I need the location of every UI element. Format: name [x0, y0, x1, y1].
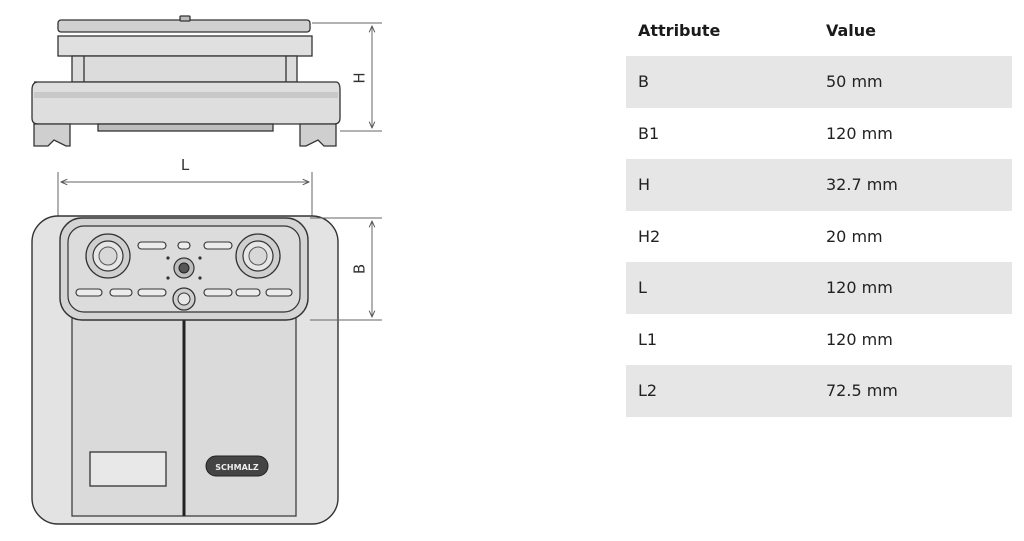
row-attribute: H: [638, 175, 651, 195]
row-attribute: L: [638, 278, 647, 298]
table-row: H 32.7 mm: [626, 159, 1012, 211]
row-value: 32.7 mm: [826, 175, 898, 195]
table-header: Attribute Value: [626, 5, 1012, 56]
table-row: L2 72.5 mm: [626, 365, 1012, 417]
table-row: B1 120 mm: [626, 108, 1012, 160]
row-value: 50 mm: [826, 72, 883, 92]
row-attribute: H2: [638, 226, 661, 246]
logo-text: SCHMALZ: [215, 463, 259, 472]
row-attribute: L1: [638, 329, 658, 349]
table-row: L1 120 mm: [626, 314, 1012, 366]
row-value: 72.5 mm: [826, 381, 898, 401]
table-row: H2 20 mm: [626, 211, 1012, 263]
row-value: 120 mm: [826, 329, 893, 349]
dimension-b: [310, 217, 382, 321]
dimension-l: [57, 172, 313, 218]
dim-label-l: L: [181, 156, 190, 174]
row-attribute: B1: [638, 123, 660, 143]
dimension-h: [312, 22, 382, 132]
technical-drawing: H L SCHMALZ: [31, 15, 382, 525]
attributes-table: Attribute Value B 50 mm B1 120 mm H 32.7…: [626, 5, 1012, 417]
header-value: Value: [826, 21, 877, 40]
dim-label-h: H: [351, 72, 369, 83]
header-attribute: Attribute: [638, 21, 721, 40]
table-row: L 120 mm: [626, 262, 1012, 314]
brand-logo: SCHMALZ: [205, 455, 269, 477]
row-value: 20 mm: [826, 226, 883, 246]
row-attribute: L2: [638, 381, 658, 401]
row-value: 120 mm: [826, 278, 893, 298]
row-attribute: B: [638, 72, 649, 92]
side-view: [31, 15, 341, 147]
top-view: SCHMALZ: [31, 215, 339, 525]
dim-label-b: B: [351, 264, 369, 274]
row-value: 120 mm: [826, 123, 893, 143]
table-row: B 50 mm: [626, 56, 1012, 108]
